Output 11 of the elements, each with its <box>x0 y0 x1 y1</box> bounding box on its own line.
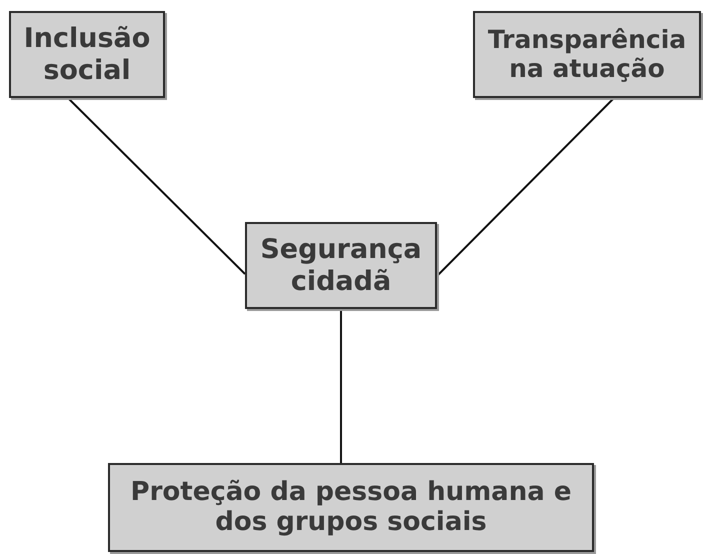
concept-label: Transparência na atuação <box>486 26 688 84</box>
concept-label: Proteção da pessoa humana e dos grupos sociais <box>130 478 572 538</box>
concept-label: Segurança cidadã <box>259 234 423 297</box>
connector-line <box>436 97 615 277</box>
concept-box <box>108 463 594 552</box>
connector-line <box>340 309 342 463</box>
concept-box <box>473 11 701 98</box>
concept-box <box>245 222 437 309</box>
concept-label: Inclusão social <box>22 23 152 86</box>
connector-line <box>67 97 246 275</box>
concept-box <box>9 11 165 98</box>
